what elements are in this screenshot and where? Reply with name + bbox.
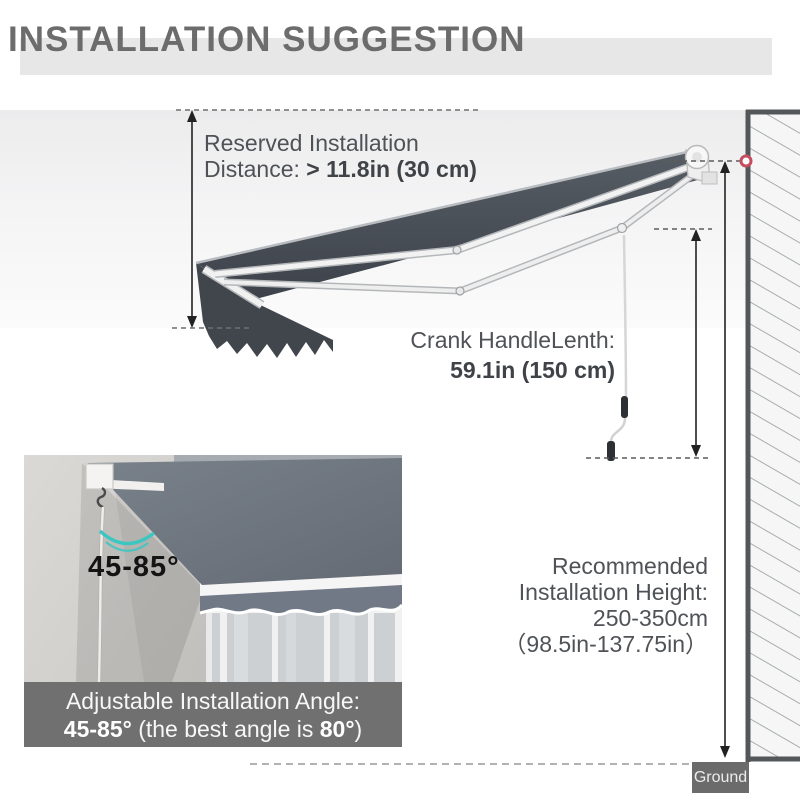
awning-arms (214, 163, 696, 296)
inset-caption: Adjustable Installation Angle: 45-85° (t… (24, 682, 402, 747)
caption-line2: 45-85° (the best angle is 80°) (63, 716, 363, 742)
installation-height-dimension (664, 160, 740, 758)
reserved-distance-dimension (172, 109, 478, 329)
ground-label: Ground (692, 762, 749, 793)
front-rail-photo (200, 572, 402, 596)
reserved-distance-label: Reserved Installation Distance: > 11.8in… (204, 130, 477, 182)
crank-length-dimension (586, 228, 712, 459)
reserved-line1: Reserved Installation (204, 130, 419, 156)
awning-cassette (684, 144, 718, 185)
angle-range-label: 45-85° (88, 551, 180, 583)
installation-height-label: Recommended Installation Height: 250-350… (503, 553, 708, 657)
angle-arc-icon (98, 529, 156, 552)
title-band (20, 38, 772, 75)
caption-line1: Adjustable Installation Angle: (65, 688, 361, 714)
page-title: INSTALLATION SUGGESTION (8, 20, 526, 59)
awning-illustration (195, 144, 718, 461)
crank-length-label: Crank HandleLenth: 59.1in (150 cm) (410, 325, 615, 385)
awning-valance-photo (199, 584, 402, 617)
angle-inset-photo: 45-85° Adjustable Installation Angle: 45… (24, 455, 402, 747)
crank-handle (607, 234, 628, 461)
reserved-line2: Distance: > 11.8in (30 cm) (204, 156, 477, 182)
mount-bracket-photo (85, 463, 164, 682)
inset-photo-graphic (24, 455, 402, 682)
awning-fabric-photo (88, 458, 402, 585)
reserved-distance-zone (0, 110, 747, 328)
wall (745, 109, 800, 762)
mount-point-marker (739, 154, 753, 168)
crank-line1: Crank HandleLenth: (410, 327, 615, 353)
crank-line2: 59.1in (150 cm) (450, 357, 615, 383)
